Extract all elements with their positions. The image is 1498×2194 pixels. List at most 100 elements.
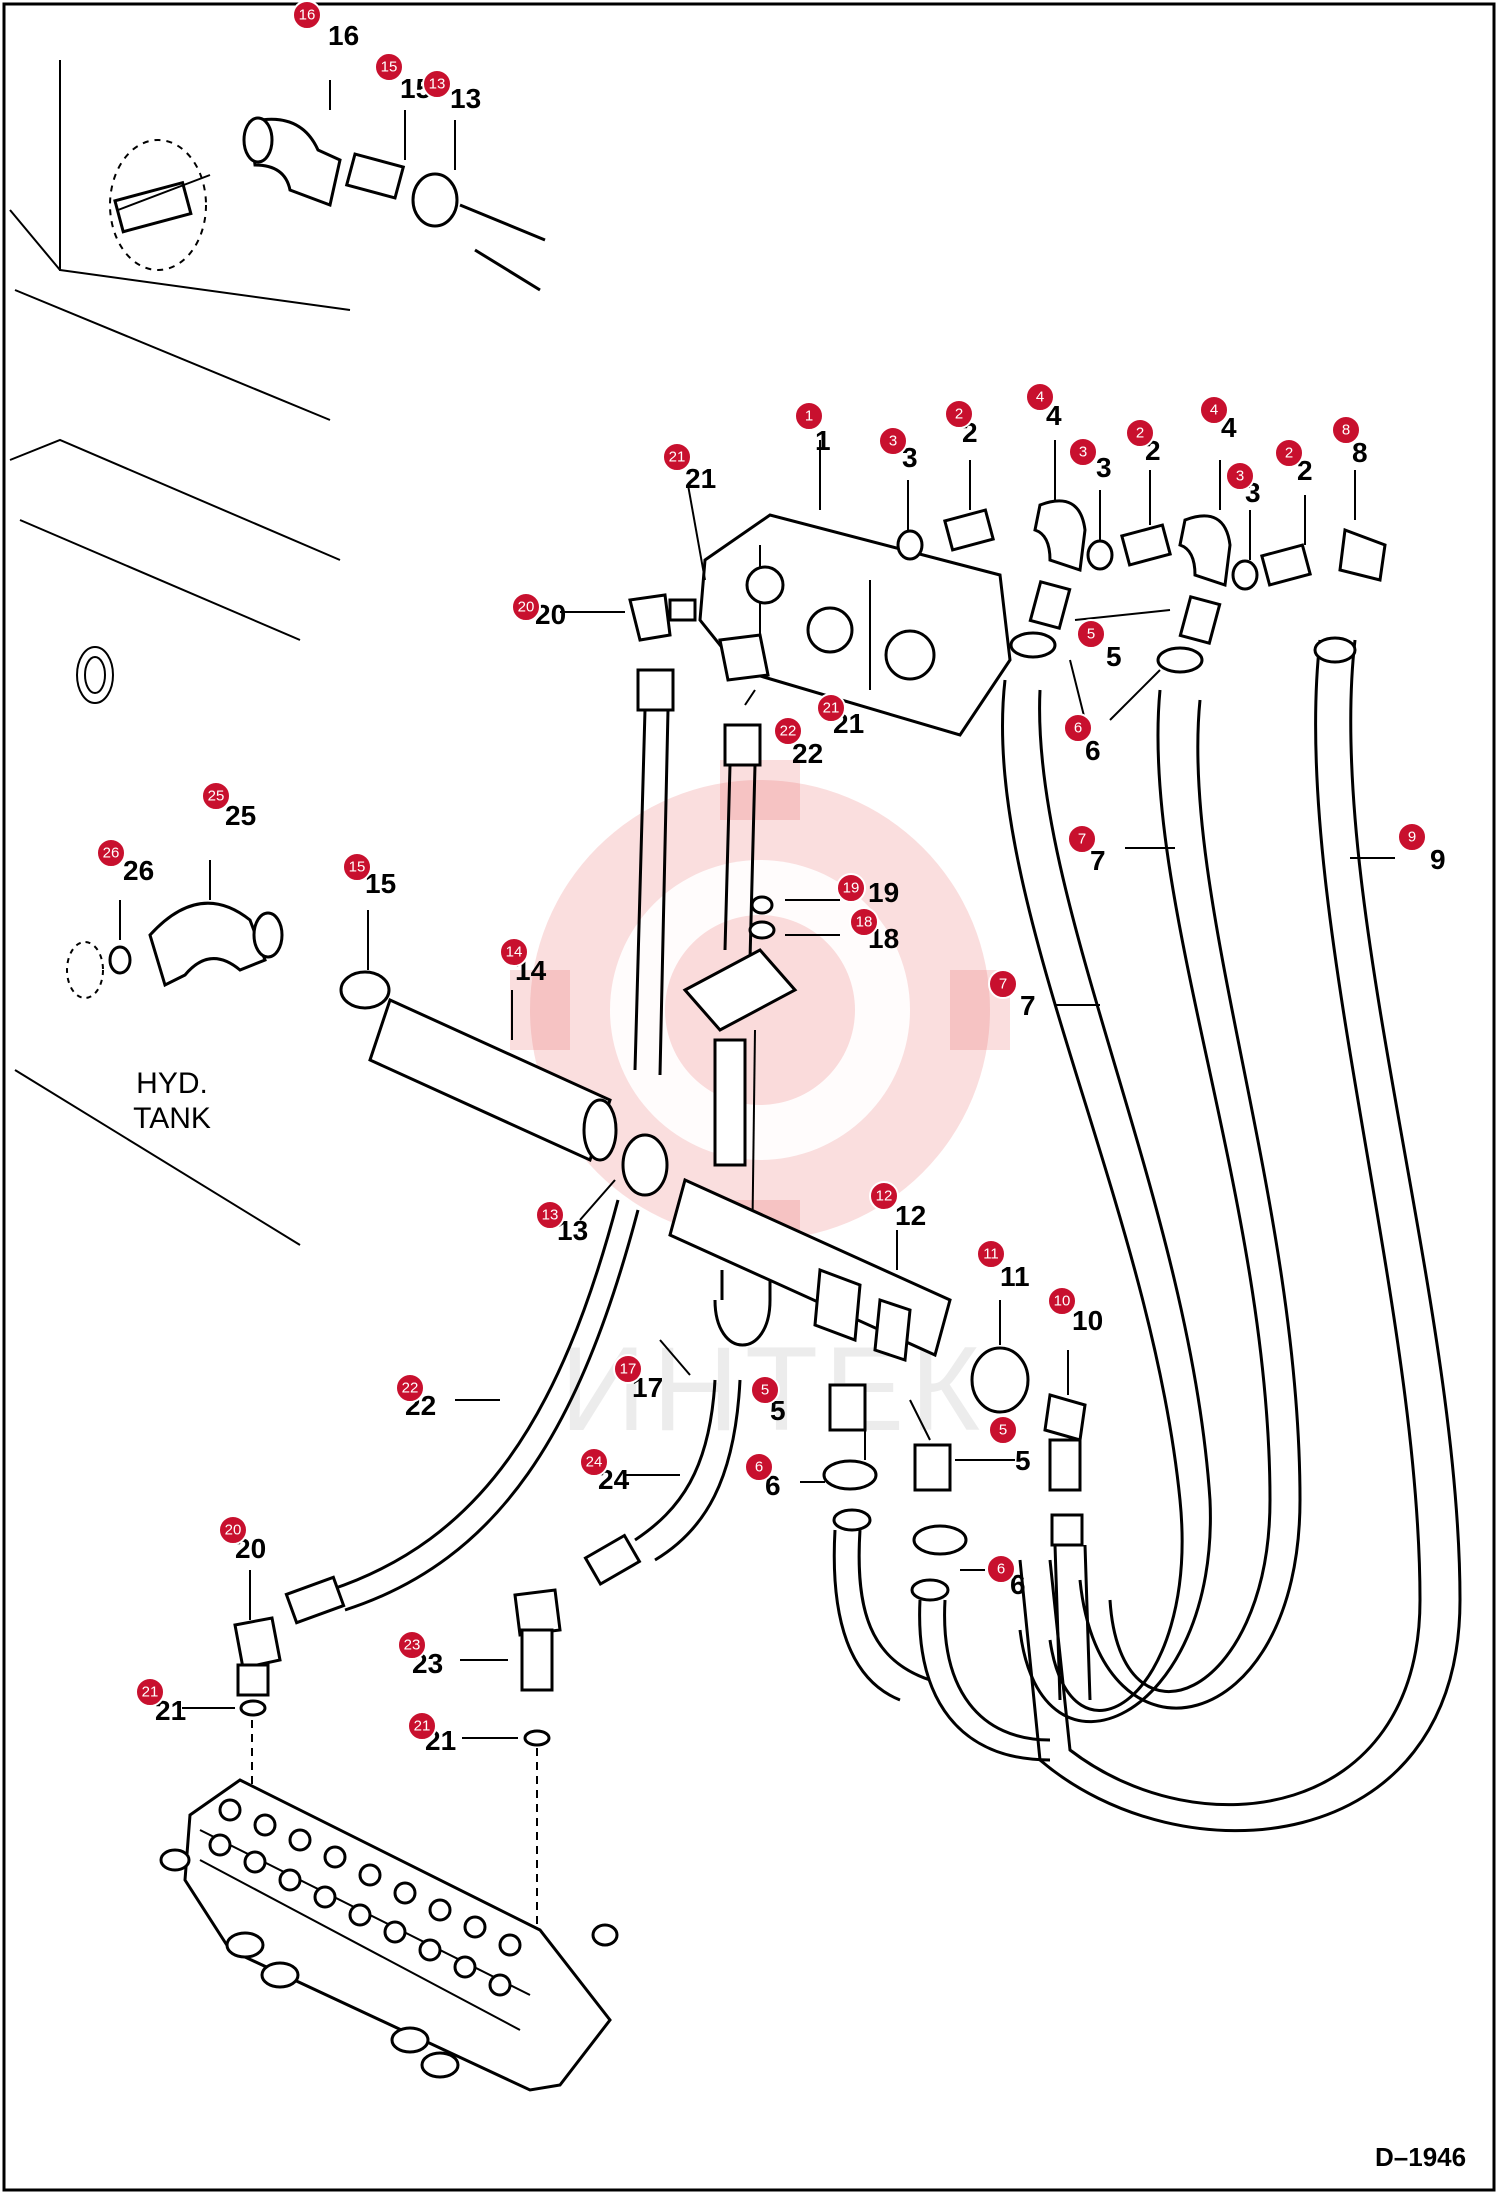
callout-badge[interactable]: 19 [836, 873, 866, 903]
hydraulic-tank: HYD. TANK [9, 60, 351, 1246]
callout-badge-circle [986, 1554, 1016, 1584]
callout-badge[interactable]: 13 [535, 1200, 565, 1230]
callout-badge[interactable]: 10 [1047, 1286, 1077, 1316]
callout-badge-circle [1076, 619, 1106, 649]
part-number-label: 19 [868, 877, 899, 908]
callout-badge[interactable]: 15 [374, 52, 404, 82]
part-number-label: 6 [1010, 1569, 1026, 1600]
callout-badge[interactable]: 16 [292, 0, 322, 30]
callout-badge-label: 6 [755, 1459, 763, 1476]
callout-badge-circle [395, 1373, 425, 1403]
tank-label-tank: TANK [133, 1102, 211, 1135]
callout-badge[interactable]: 2 [1125, 418, 1155, 448]
callout-badge-circle [794, 401, 824, 431]
callout-badge[interactable]: 5 [988, 1415, 1018, 1445]
callout-badge-circle [1274, 438, 1304, 468]
callout-badge[interactable]: 18 [849, 907, 879, 937]
callout-badge-circle [342, 852, 372, 882]
callout-badge[interactable]: 9 [1397, 822, 1427, 852]
callout-badge[interactable]: 7 [1067, 824, 1097, 854]
callout-badge-label: 6 [997, 1561, 1005, 1578]
callout-badge[interactable]: 1 [794, 401, 824, 431]
callout-badge-label: 7 [999, 976, 1007, 993]
callout-badge-circle [662, 442, 692, 472]
part-number-label: 22 [792, 738, 823, 769]
callout-badge[interactable]: 11 [976, 1239, 1006, 1269]
callout-badge[interactable]: 23 [397, 1630, 427, 1660]
callout-badge-label: 12 [876, 1188, 893, 1205]
callout-badge[interactable]: 25 [201, 781, 231, 811]
part-number-label: 2 [1297, 455, 1313, 486]
callout-badge-circle [1047, 1286, 1077, 1316]
part-number-label: 5 [770, 1395, 786, 1426]
callout-badge[interactable]: 12 [869, 1181, 899, 1211]
callout-badge-label: 22 [780, 723, 797, 740]
callout-badge[interactable]: 21 [816, 693, 846, 723]
callout-badge[interactable]: 15 [342, 852, 372, 882]
callout-badge-label: 5 [761, 1382, 769, 1399]
part-number-label: 10 [1072, 1305, 1103, 1336]
part-number-label: 13 [450, 83, 481, 114]
callout-badge[interactable]: 3 [1068, 437, 1098, 467]
callout-badge-label: 21 [823, 700, 840, 717]
callout-badge[interactable]: 24 [579, 1447, 609, 1477]
callout-badge-label: 21 [142, 1684, 159, 1701]
callout-badge[interactable]: 5 [750, 1375, 780, 1405]
bracket-assembly [682, 895, 840, 1347]
part-number-label: 9 [1430, 844, 1446, 875]
callout-badge-label: 5 [1087, 626, 1095, 643]
callout-badge[interactable]: 2 [944, 399, 974, 429]
callout-badge-circle [1063, 713, 1093, 743]
part-number-label: 12 [895, 1200, 926, 1231]
valve-hoses [284, 1199, 742, 1625]
callout-badge[interactable]: 4 [1199, 395, 1229, 425]
callout-badge-label: 2 [955, 406, 963, 423]
callout-badge[interactable]: 7 [988, 969, 1018, 999]
callout-badge-circle [1331, 415, 1361, 445]
callout-badge-circle [135, 1677, 165, 1707]
callout-badge[interactable]: 20 [511, 592, 541, 622]
valve-inlet-fittings [182, 1570, 562, 1940]
callout-badge[interactable]: 6 [744, 1452, 774, 1482]
callout-badge-label: 15 [381, 59, 398, 76]
callout-badge-label: 21 [414, 1718, 431, 1735]
callout-badge[interactable]: 6 [1063, 713, 1093, 743]
callout-badge[interactable]: 17 [613, 1354, 643, 1384]
callout-badge-circle [1068, 437, 1098, 467]
callout-badge-circle [511, 592, 541, 622]
callout-badge[interactable]: 21 [407, 1711, 437, 1741]
callout-badge-circle [878, 426, 908, 456]
callout-badge-label: 24 [586, 1454, 603, 1471]
callout-badge[interactable]: 8 [1331, 415, 1361, 445]
callout-badge[interactable]: 26 [96, 838, 126, 868]
callout-badge-label: 18 [856, 914, 873, 931]
callout-badge[interactable]: 22 [395, 1373, 425, 1403]
callout-badge-label: 17 [620, 1361, 637, 1378]
callout-badge[interactable]: 20 [218, 1515, 248, 1545]
callout-badge-label: 15 [349, 859, 366, 876]
callout-badge[interactable]: 2 [1274, 438, 1304, 468]
callout-badge[interactable]: 6 [986, 1554, 1016, 1584]
callout-badge-circle [988, 969, 1018, 999]
callout-badge-label: 9 [1408, 829, 1416, 846]
callout-badge[interactable]: 3 [1225, 461, 1255, 491]
callout-badge[interactable]: 21 [662, 442, 692, 472]
callout-badge-circle [407, 1711, 437, 1741]
callout-badge[interactable]: 3 [878, 426, 908, 456]
control-valve [159, 1778, 619, 2092]
callout-badge-label: 21 [669, 449, 686, 466]
drawing-code: D–1946 [1375, 2142, 1466, 2172]
callout-badge[interactable]: 5 [1076, 619, 1106, 649]
callout-badge[interactable]: 4 [1025, 382, 1055, 412]
callout-badge[interactable]: 22 [773, 716, 803, 746]
callout-badge[interactable]: 21 [135, 1677, 165, 1707]
callout-badge-label: 14 [506, 944, 523, 961]
callout-badge[interactable]: 14 [499, 937, 529, 967]
callout-badge[interactable]: 13 [422, 69, 452, 99]
callout-badge-label: 11 [983, 1246, 999, 1263]
callout-badge-circle [750, 1375, 780, 1405]
callout-badge-label: 13 [542, 1207, 559, 1224]
